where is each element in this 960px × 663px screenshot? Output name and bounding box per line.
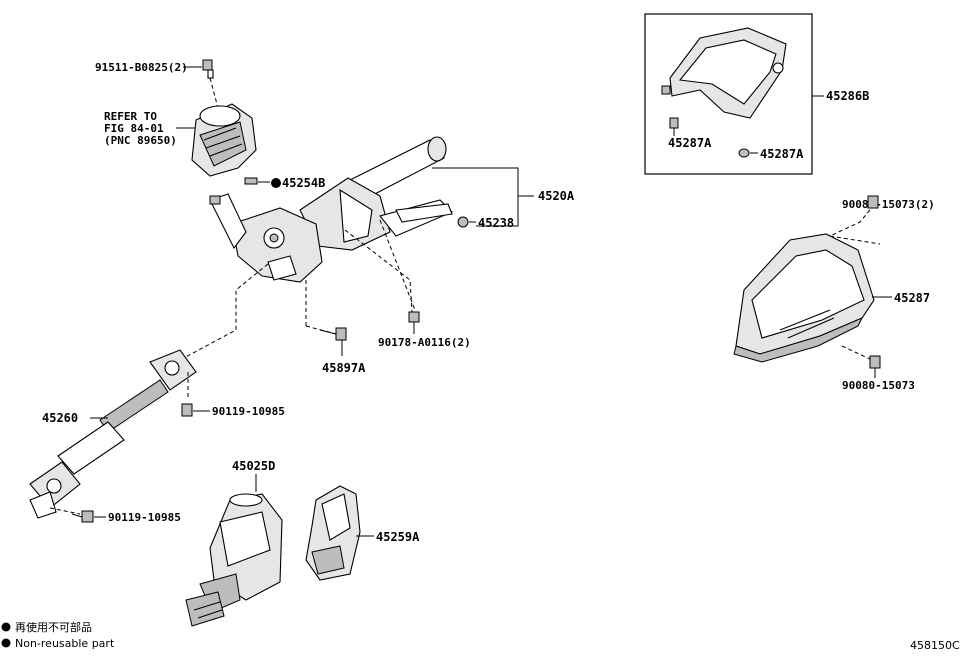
bolt-90178-icon xyxy=(408,311,420,323)
label-90119b: 90119-10985 xyxy=(108,511,181,524)
dash-90080a xyxy=(829,209,871,237)
label-45025d: 45025D xyxy=(232,459,275,473)
dash-90080b xyxy=(841,345,873,361)
dash-90178-b xyxy=(379,219,416,311)
dash-90080a-2 xyxy=(829,235,881,245)
legend-jp: 再使用不可部品 xyxy=(15,620,92,634)
bolt-90119a-icon xyxy=(181,403,193,417)
intermediate-shaft-icon xyxy=(29,349,197,519)
label-45238: 45238 xyxy=(478,216,514,230)
cover-45259a-icon xyxy=(305,485,361,581)
label-45897a: 45897A xyxy=(322,361,366,375)
label-45287: 45287 xyxy=(894,291,930,305)
non-reusable-dot-icon xyxy=(271,178,281,188)
dash-91511 xyxy=(209,77,219,109)
diagram-code: 458150C xyxy=(910,639,960,652)
clip-45287a-right-icon xyxy=(738,148,750,158)
label-4520a: 4520A xyxy=(538,189,575,203)
legend-en: Non-reusable part xyxy=(15,637,115,650)
screw-90080b-icon xyxy=(869,355,881,369)
label-90119a: 90119-10985 xyxy=(212,405,285,418)
label-45254b: 45254B xyxy=(282,176,325,190)
label-91511: 91511-B0825(2) xyxy=(95,61,188,74)
upper-cover-box xyxy=(644,13,813,175)
bolt-90119b-icon xyxy=(71,510,94,523)
steering-column-assembly-icon xyxy=(209,136,453,283)
refer-line3: (PNC 89650) xyxy=(104,134,177,147)
leader-4520a-bracket xyxy=(432,167,519,227)
label-90080b: 90080-15073 xyxy=(842,379,915,392)
label-45287a-left: 45287A xyxy=(668,136,712,150)
refer-line1: REFER TO xyxy=(104,110,157,123)
dash-90119b xyxy=(49,507,81,515)
screw-90080a-icon xyxy=(867,195,879,209)
legend-dot-en-icon xyxy=(1,638,11,648)
nut-45238-icon xyxy=(457,216,469,228)
dash-shaft-upper xyxy=(179,263,269,361)
label-45260: 45260 xyxy=(42,411,78,425)
dust-boot-45025d-icon xyxy=(185,493,283,627)
bolt-45897a-icon xyxy=(319,327,347,341)
lower-cover-45287-icon xyxy=(733,233,875,363)
upper-cover-45286b-icon xyxy=(661,27,787,119)
refer-line2: FIG 84-01 xyxy=(104,122,164,135)
clip-45254b-icon xyxy=(244,177,258,185)
label-45259a: 45259A xyxy=(376,530,420,544)
legend-dot-jp-icon xyxy=(1,622,11,632)
bolt-91511-icon xyxy=(202,59,214,79)
label-45287a-right: 45287A xyxy=(760,147,804,161)
power-steering-motor-icon xyxy=(191,103,257,177)
label-90080a: 90080-15073(2) xyxy=(842,198,935,211)
label-90178: 90178-A0116(2) xyxy=(378,336,471,349)
clip-45287a-left-icon xyxy=(669,117,679,129)
label-45286b: 45286B xyxy=(826,89,869,103)
